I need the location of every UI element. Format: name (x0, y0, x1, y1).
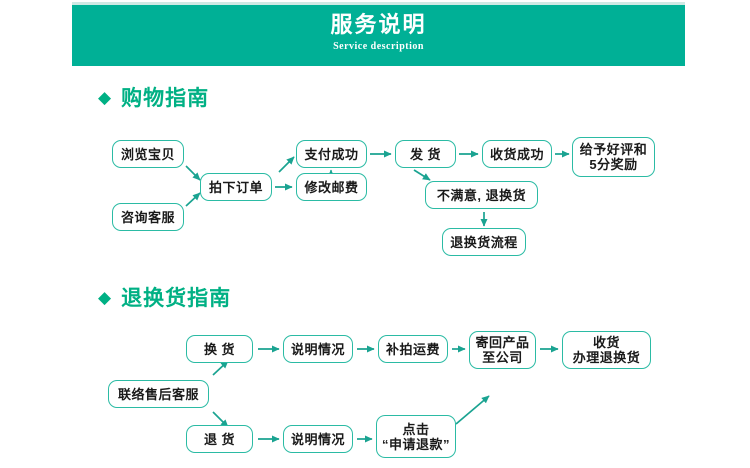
flow-box-ship-goods: 发 货 (395, 140, 456, 168)
flow-box-browse-items: 浏览宝贝 (112, 140, 184, 168)
arrow-ship-to-unsatisfied (413, 169, 431, 181)
flow-box-payment-success: 支付成功 (296, 140, 367, 168)
header-banner: 服务说明 Service description (72, 2, 685, 66)
flow-box-receive-and-process: 收货 办理退换货 (562, 331, 651, 369)
flow-box-send-back-product: 寄回产品 至公司 (469, 331, 536, 369)
flow-box-exchange-goods: 换 货 (186, 335, 253, 363)
section-heading-shopping-guide-label: 购物指南 (121, 87, 210, 110)
flow-box-unsatisfied-return: 不满意, 退换货 (425, 181, 538, 209)
diamond-bullet-icon: ◆ (98, 88, 113, 107)
flow-box-place-order: 拍下订单 (200, 173, 272, 201)
page-title: 服务说明 (330, 12, 427, 37)
flow-box-return-process: 退换货流程 (442, 228, 526, 256)
flow-box-explain-situation-bottom: 说明情况 (283, 425, 353, 453)
flow-box-click-apply-refund: 点击 “申请退款” (376, 415, 456, 458)
flow-box-consult-service: 咨询客服 (112, 203, 184, 231)
diamond-bullet-icon: ◆ (98, 288, 113, 307)
section-heading-return-exchange-guide: ◆ 退换货指南 (98, 282, 231, 312)
arrow-contact-to-exchange (212, 360, 229, 376)
arrow-order-to-payment (278, 156, 295, 173)
flow-box-receipt-success: 收货成功 (482, 140, 552, 168)
arrow-browse-to-order (185, 165, 201, 181)
flow-box-pay-shipping-fee: 补拍运费 (378, 335, 448, 363)
flow-box-explain-situation-top: 说明情况 (283, 335, 353, 363)
flow-box-modify-shipping-fee: 修改邮费 (296, 173, 367, 201)
flow-box-return-goods: 退 货 (186, 425, 253, 453)
arrow-consult-to-order (185, 192, 201, 207)
arrow-refund-to-sendback (455, 395, 490, 425)
section-heading-return-exchange-guide-label: 退换货指南 (121, 287, 232, 310)
page-subtitle: Service description (333, 41, 424, 52)
flow-box-contact-after-sales: 联络售后客服 (108, 380, 209, 408)
section-heading-shopping-guide: ◆ 购物指南 (98, 82, 209, 112)
flow-box-give-good-review: 给予好评和 5分奖励 (572, 137, 655, 177)
banner-top-divider (72, 2, 685, 5)
